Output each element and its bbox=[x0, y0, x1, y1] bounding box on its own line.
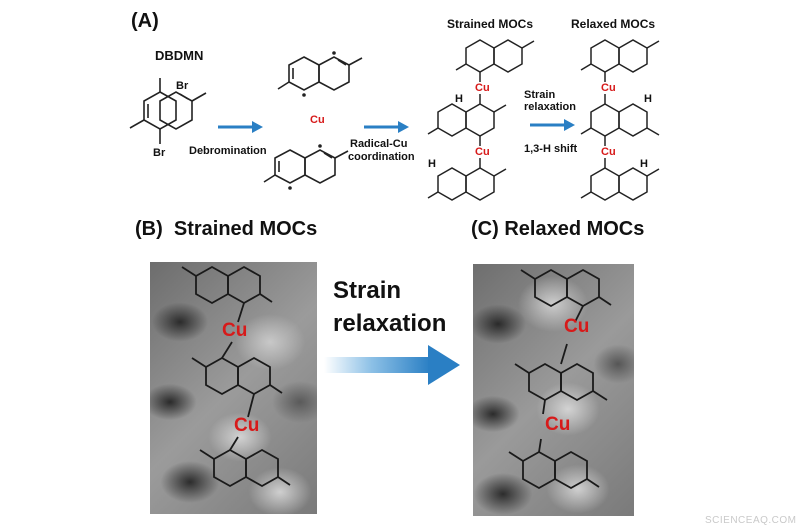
strained-overlay-structure bbox=[181, 265, 291, 488]
strain-label: Strain bbox=[524, 89, 556, 101]
strain-arrow-label-2: relaxation bbox=[333, 310, 447, 337]
coordination-arrow bbox=[364, 121, 409, 133]
cu-label-b2: Cu bbox=[234, 415, 260, 436]
cu-label-strained-1: Cu bbox=[475, 82, 490, 94]
molecule-name: DBDMN bbox=[155, 48, 204, 63]
watermark: SCIENCEAQ.COM bbox=[705, 515, 797, 526]
br-bottom: Br bbox=[153, 147, 166, 159]
strained-moc-structure bbox=[427, 39, 535, 201]
cu-label-strained-2: Cu bbox=[475, 146, 490, 158]
relaxed-moc-structure bbox=[580, 39, 660, 201]
debromination-arrow bbox=[218, 121, 263, 133]
radical-top-structure bbox=[277, 51, 363, 97]
strain-relaxation-arrow-small bbox=[530, 119, 575, 131]
dbdmn-structure bbox=[129, 78, 207, 144]
strain-relaxation-arrow-large bbox=[324, 345, 460, 385]
radical-bottom-structure bbox=[263, 144, 349, 190]
stm-image-strained: Cu Cu bbox=[150, 262, 317, 514]
strained-mocs-title: Strained MOCs bbox=[447, 17, 534, 31]
cu-label-relaxed-2: Cu bbox=[601, 146, 616, 158]
debromination-label: Debromination bbox=[189, 145, 267, 157]
cu-label-b1: Cu bbox=[222, 320, 248, 341]
panel-a-label: (A) bbox=[131, 10, 159, 32]
h-label-relaxed-1: H bbox=[644, 93, 652, 105]
cu-label-relaxed-1: Cu bbox=[601, 82, 616, 94]
panel-b-title: (B) Strained MOCs bbox=[135, 218, 318, 240]
cu-label-a1: Cu bbox=[310, 114, 325, 126]
h-label-strained-2: H bbox=[428, 158, 436, 170]
relaxed-mocs-title: Relaxed MOCs bbox=[571, 17, 656, 31]
h-label-strained-1: H bbox=[455, 93, 463, 105]
h-label-relaxed-2: H bbox=[640, 158, 648, 170]
relaxed-overlay-structure bbox=[508, 268, 612, 490]
cu-label-c2: Cu bbox=[545, 414, 571, 435]
h-shift-label: 1,3-H shift bbox=[524, 143, 578, 155]
panel-c-title: (C) Relaxed MOCs bbox=[471, 218, 645, 240]
cu-label-c1: Cu bbox=[564, 316, 590, 337]
strain-arrow-label-1: Strain bbox=[333, 277, 402, 304]
br-top: Br bbox=[176, 80, 189, 92]
stm-image-relaxed: Cu Cu bbox=[473, 264, 634, 516]
coordination-label-2: coordination bbox=[348, 151, 415, 163]
coordination-label-1: Radical-Cu bbox=[350, 138, 408, 150]
relaxation-label: relaxation bbox=[524, 101, 576, 113]
